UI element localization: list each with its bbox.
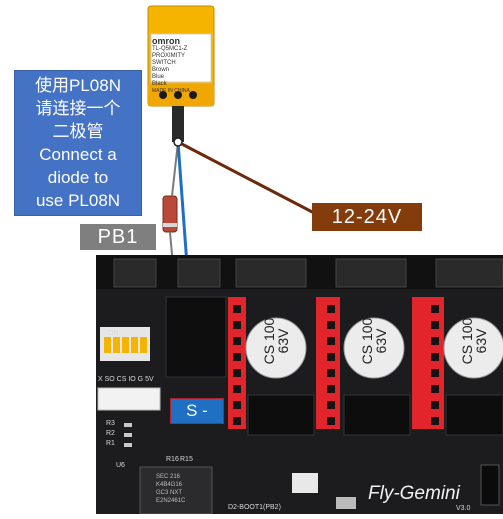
callout-line-1: 使用PL08N bbox=[35, 76, 121, 95]
sensor-wire-brown: Brown bbox=[152, 67, 170, 73]
capacitor-1-label: CS 100 63V bbox=[261, 316, 291, 366]
chip-line-4: E2N2461C bbox=[156, 498, 186, 504]
board-version: V3.0 bbox=[456, 505, 471, 512]
dip-on-label: ON bbox=[108, 330, 119, 337]
driver-socket-2 bbox=[322, 297, 430, 429]
sensor-type: PROXIMITY SWITCH bbox=[152, 53, 185, 66]
brown-wire bbox=[177, 140, 319, 217]
callout-line-3: 二极管 bbox=[52, 122, 104, 141]
callout-line-4: Connect a bbox=[39, 145, 117, 164]
diode-note-callout: 使用PL08N 请连接一个 二极管 Connect a diode to use… bbox=[14, 70, 142, 216]
sensor-wire-black: Black bbox=[152, 81, 167, 87]
r16-label: R16 bbox=[166, 456, 179, 463]
driver-socket-3 bbox=[426, 297, 444, 429]
sensor-label: omron TL-Q5MC1-Z PROXIMITY SWITCH Brown … bbox=[152, 36, 210, 95]
r1-label: R1 bbox=[106, 440, 115, 447]
callout-line-2: 请连接一个 bbox=[35, 99, 121, 118]
cap3-volt: 63V bbox=[473, 328, 489, 354]
memory-chip-label: SEC 216 K4B4G16 GC3 NXT E2N2461C bbox=[156, 473, 185, 505]
cap2-volt: 63V bbox=[373, 328, 389, 354]
gray-wire bbox=[171, 141, 179, 197]
sensor-brand: omron bbox=[152, 36, 180, 46]
sensor-wire-blue: Blue bbox=[152, 74, 165, 80]
pb1-label: PB1 bbox=[80, 224, 156, 250]
callout-line-5: diode to bbox=[47, 168, 109, 187]
r3-label: R3 bbox=[106, 420, 115, 427]
capacitor-3-label: CS 100 63V bbox=[459, 316, 489, 366]
r15-label: R15 bbox=[180, 456, 193, 463]
chip-line-2: K4B4G16 bbox=[156, 482, 183, 488]
header-pin-label: X SO CS IO G 5V bbox=[98, 376, 154, 383]
chip-line-3: GC3 NXT bbox=[156, 490, 183, 496]
proximity-sensor bbox=[147, 5, 215, 142]
capacitor-2-label: CS 100 63V bbox=[359, 316, 389, 366]
callout-line-6: use PL08N bbox=[35, 191, 121, 210]
chip-line-1: SEC 216 bbox=[156, 474, 181, 480]
board-brand: Fly-Gemini bbox=[368, 483, 460, 504]
signal-label: S - bbox=[170, 398, 224, 424]
mainboard: CS 100 63V CS 100 63V CS 100 63V ON X SO… bbox=[96, 255, 503, 515]
boot-label: D2-BOOT1(PB2) bbox=[228, 504, 281, 511]
voltage-label: 12-24V bbox=[312, 203, 422, 231]
r2-label: R2 bbox=[106, 430, 115, 437]
sensor-model: TL-Q5MC1-Z bbox=[152, 46, 188, 52]
sensor-made-in: MADE IN CHINA bbox=[152, 88, 190, 94]
cap1-volt: 63V bbox=[275, 328, 291, 354]
u6-label: U6 bbox=[116, 462, 125, 469]
board-graphics bbox=[96, 255, 503, 515]
